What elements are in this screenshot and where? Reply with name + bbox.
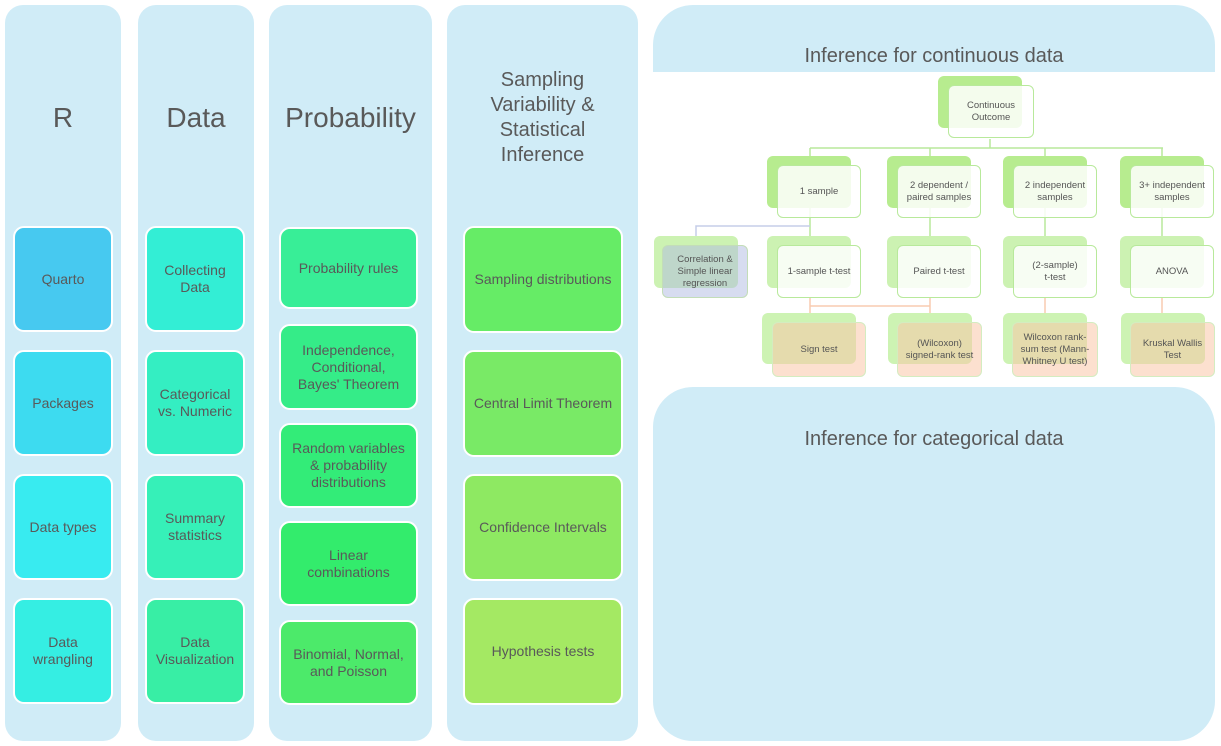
continuous-inference-title: Inference for continuous data xyxy=(804,45,1064,67)
column-data: Data Collecting Data Categorical vs. Num… xyxy=(138,5,254,741)
topic-summary-statistics[interactable]: Summary statistics xyxy=(145,474,245,580)
node-label: Continuous Outcome xyxy=(948,85,1034,138)
topic-central-limit-theorem[interactable]: Central Limit Theorem xyxy=(463,350,623,457)
topic-linear-combinations[interactable]: Linear combinations xyxy=(279,521,418,606)
column-sampling-inference: Sampling Variability & Statistical Infer… xyxy=(447,5,638,741)
topic-probability-rules[interactable]: Probability rules xyxy=(279,227,418,309)
topic-data-types[interactable]: Data types xyxy=(13,474,113,580)
node-label: 2 dependent / paired samples xyxy=(897,165,981,218)
topic-data-visualization[interactable]: Data Visualization xyxy=(145,598,245,704)
column-probability: Probability Probability rules Independen… xyxy=(269,5,432,741)
topic-independence-conditional-bayes[interactable]: Independence, Conditional, Bayes' Theore… xyxy=(279,324,418,410)
node-label: Wilcoxon rank- sum test (Mann- Whitney U… xyxy=(1012,322,1098,377)
node-label: Kruskal Wallis Test xyxy=(1130,322,1215,377)
continuous-inference-panel: Inference for continuous data xyxy=(653,5,1215,72)
node-label: 1 sample xyxy=(777,165,861,218)
topic-packages[interactable]: Packages xyxy=(13,350,113,456)
topic-hypothesis-tests[interactable]: Hypothesis tests xyxy=(463,598,623,705)
topic-sampling-distributions[interactable]: Sampling distributions xyxy=(463,226,623,333)
node-label: Sign test xyxy=(772,322,866,377)
column-title-probability: Probability xyxy=(285,102,416,133)
topic-data-wrangling[interactable]: Data wrangling xyxy=(13,598,113,704)
topic-binomial-normal-poisson[interactable]: Binomial, Normal, and Poisson xyxy=(279,620,418,705)
column-title-data: Data xyxy=(166,102,226,133)
node-label: 1-sample t-test xyxy=(777,245,861,298)
categorical-inference-panel: Inference for categorical data xyxy=(653,387,1215,741)
categorical-inference-title: Inference for categorical data xyxy=(804,428,1064,450)
topic-collecting-data[interactable]: Collecting Data xyxy=(145,226,245,332)
node-label: ANOVA xyxy=(1130,245,1214,298)
column-title-sampling-inference: Sampling Variability & Statistical Infer… xyxy=(490,69,595,166)
topic-confidence-intervals[interactable]: Confidence Intervals xyxy=(463,474,623,581)
node-label: (2-sample) t-test xyxy=(1013,245,1097,298)
topic-quarto[interactable]: Quarto xyxy=(13,226,113,332)
node-label: (Wilcoxon) signed-rank test xyxy=(897,322,982,377)
node-label: 2 independent samples xyxy=(1013,165,1097,218)
node-label: Correlation & Simple linear regression xyxy=(662,245,748,298)
column-r: R Quarto Packages Data types Data wrangl… xyxy=(5,5,121,741)
topic-categorical-vs-numeric[interactable]: Categorical vs. Numeric xyxy=(145,350,245,456)
node-label: Paired t-test xyxy=(897,245,981,298)
topic-random-variables[interactable]: Random variables & probability distribut… xyxy=(279,423,418,508)
column-title-r: R xyxy=(52,102,74,133)
node-label: 3+ independent samples xyxy=(1130,165,1214,218)
connector-correlation xyxy=(695,225,810,236)
